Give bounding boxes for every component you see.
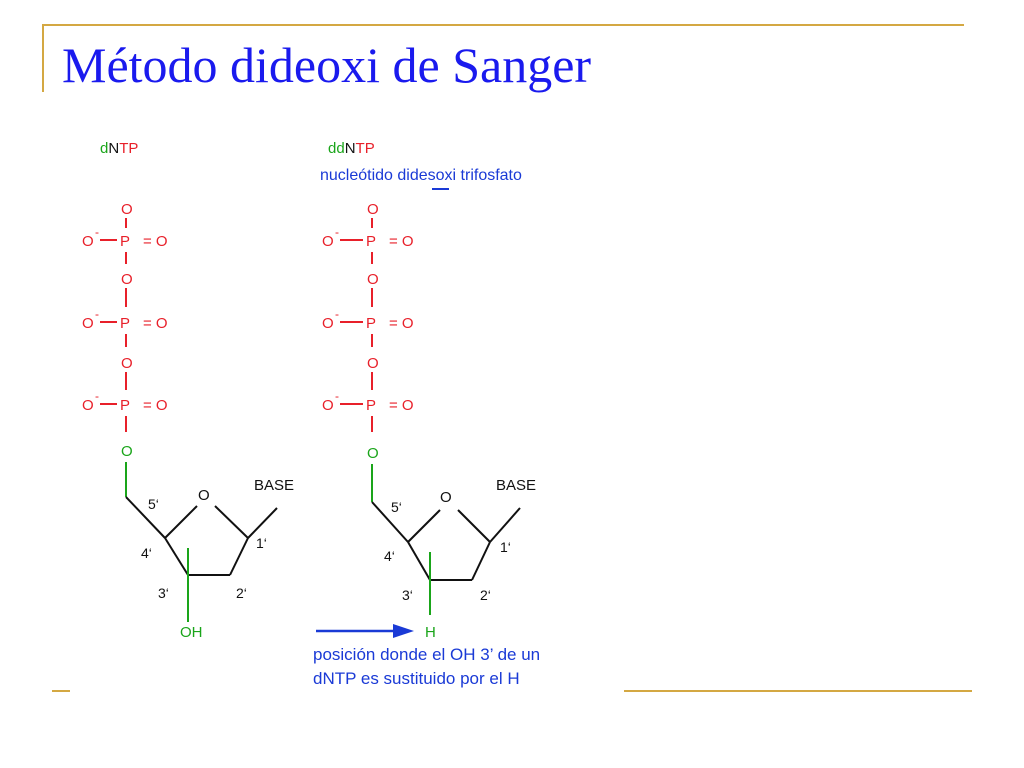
carbon-3-label: 3‘ <box>402 587 413 603</box>
double-bond-oxygen: = O <box>389 233 414 250</box>
double-bond-oxygen: = O <box>143 397 168 414</box>
carbon-2-label: 2‘ <box>236 585 247 601</box>
sugar-ring-bonds <box>371 501 521 581</box>
phosphorus-atom: P <box>366 233 376 250</box>
phosphate-oxygen-minus: O <box>82 315 94 332</box>
phosphate-oxygen-minus: O <box>322 315 334 332</box>
minus-sign: - <box>335 307 339 321</box>
sugar-labels: O BASE 5‘ 4‘ 1‘ 3‘ 2‘ <box>384 477 536 603</box>
double-bond-oxygen: = O <box>143 233 168 250</box>
phosphate-oxygen-minus: O <box>82 233 94 250</box>
bridge-oxygen: O <box>367 271 379 288</box>
slide-title: Método dideoxi de Sanger <box>62 37 592 93</box>
double-bond-oxygen: = O <box>143 315 168 332</box>
phosphate-oxygen-minus: O <box>82 397 94 414</box>
carbon-2-label: 2‘ <box>480 587 491 603</box>
ddntp-subtitle: nucleótido didesoxi trifosfato <box>320 167 522 184</box>
bridge-oxygen: O <box>121 271 133 288</box>
accent-line-top <box>42 24 964 26</box>
ddntp-triphosphate: O O - P = O O O - P = O O O - <box>322 201 414 432</box>
ester-oxygen: O <box>367 445 379 462</box>
ddntp-label: ddNTP <box>328 140 375 157</box>
phosphorus-atom: P <box>120 233 130 250</box>
accent-bar-left <box>42 24 44 92</box>
ester-oxygen: O <box>121 443 133 460</box>
phosphorus-atom: P <box>366 315 376 332</box>
bridge-oxygen: O <box>121 355 133 372</box>
phosphorus-atom: P <box>120 315 130 332</box>
phosphate-oxygen-minus: O <box>322 397 334 414</box>
note-line-2: dNTP es sustituido por el H <box>313 669 520 688</box>
base-label: BASE <box>496 477 536 494</box>
ring-oxygen: O <box>198 487 210 504</box>
double-bond-oxygen: = O <box>389 315 414 332</box>
bridge-oxygen: O <box>367 355 379 372</box>
minus-sign: - <box>95 307 99 321</box>
dntp-label: dNTP <box>100 140 138 157</box>
phosphorus-atom: P <box>120 397 130 414</box>
phosphorus-atom: P <box>366 397 376 414</box>
accent-line-bottom-left <box>52 690 70 692</box>
carbon-5-label: 5‘ <box>148 496 159 512</box>
dntp-triphosphate: O O - P = O O O - P = O O O - <box>82 201 168 432</box>
hydrogen-label: H <box>425 624 436 641</box>
base-label: BASE <box>254 477 294 494</box>
carbon-5-label: 5‘ <box>391 499 402 515</box>
note-line-1: posición donde el OH 3’ de un <box>313 645 540 664</box>
double-bond-oxygen: = O <box>389 397 414 414</box>
substitution-arrow <box>316 624 414 638</box>
phosphate-top-oxygen: O <box>121 201 133 218</box>
carbon-1-label: 1‘ <box>500 539 511 555</box>
hydroxyl-label: OH <box>180 624 203 641</box>
minus-sign: - <box>95 225 99 239</box>
phosphate-oxygen-minus: O <box>322 233 334 250</box>
sugar-ring-bonds <box>125 496 278 576</box>
sugar-labels: O BASE 5‘ 4‘ 1‘ 3‘ 2‘ <box>141 477 294 601</box>
minus-sign: - <box>335 225 339 239</box>
carbon-4-label: 4‘ <box>384 548 395 564</box>
dntp-molecule: dNTP O O - P = O O O - P = O O <box>82 140 294 641</box>
carbon-4-label: 4‘ <box>141 545 152 561</box>
carbon-3-label: 3‘ <box>158 585 169 601</box>
carbon-1-label: 1‘ <box>256 535 267 551</box>
minus-sign: - <box>95 389 99 403</box>
minus-sign: - <box>335 389 339 403</box>
phosphate-top-oxygen: O <box>367 201 379 218</box>
ddntp-molecule: ddNTP nucleótido didesoxi trifosfato O O… <box>320 140 536 641</box>
accent-line-bottom-right <box>624 690 972 692</box>
ring-oxygen: O <box>440 489 452 506</box>
